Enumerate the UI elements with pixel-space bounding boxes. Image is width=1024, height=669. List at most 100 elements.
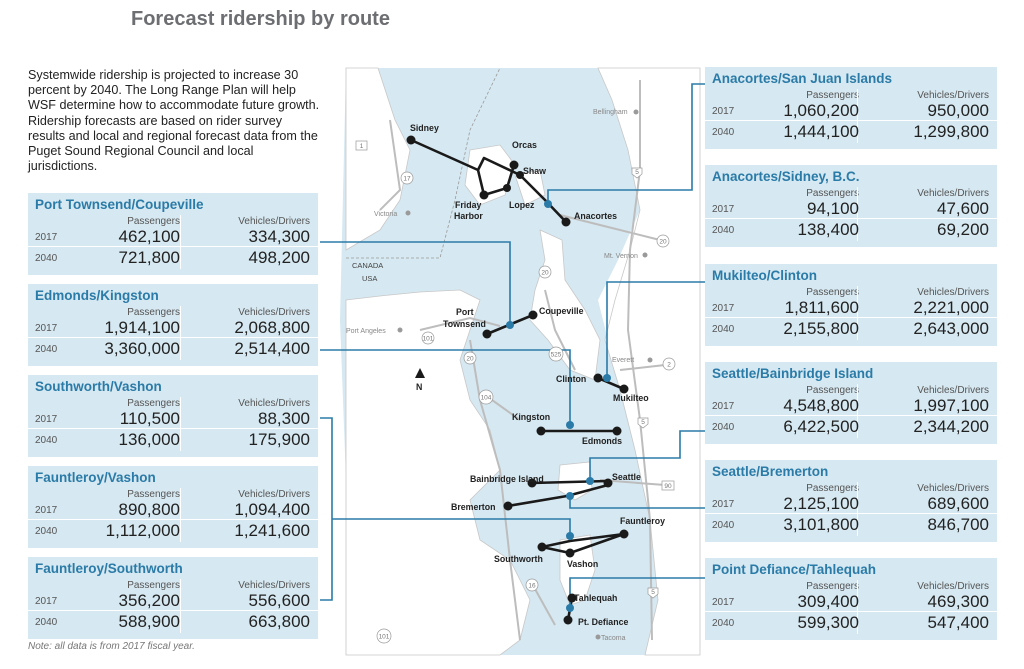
vehicles-value: 47,600 (937, 199, 989, 218)
route-card-southworth-vashon: Southworth/Vashon Passengers Vehicles/Dr… (28, 375, 318, 457)
year: 2017 (712, 204, 735, 215)
label-vashon: Vashon (567, 559, 598, 569)
year: 2040 (712, 225, 735, 236)
svg-text:525: 525 (551, 352, 562, 359)
column-divider (180, 397, 181, 451)
route-name: Mukilteo/Clinton (712, 268, 817, 283)
canada-usa-border (346, 67, 501, 259)
svg-text:16: 16 (528, 583, 536, 590)
row-2040: 2040 721,800 498,200 (28, 247, 318, 267)
footnote: Note: all data is from 2017 fiscal year. (28, 641, 195, 652)
terminal-shaw (516, 171, 524, 179)
vehicles-value: 2,221,000 (913, 298, 989, 317)
passengers-header: Passengers (127, 216, 180, 227)
svg-text:5: 5 (635, 169, 639, 176)
passengers-header: Passengers (806, 287, 859, 298)
svg-text:17: 17 (403, 176, 411, 183)
passengers-header: Passengers (806, 188, 859, 199)
label-southworth: Southworth (494, 554, 543, 564)
vehicles-value: 2,344,200 (913, 417, 989, 436)
terminal-friday-harbor (479, 190, 489, 200)
year: 2017 (712, 401, 735, 412)
route-card-fauntleroy-vashon: Fauntleroy/Vashon Passengers Vehicles/Dr… (28, 466, 318, 548)
passengers-value: 2,155,800 (783, 319, 859, 338)
label-kingston: Kingston (512, 412, 550, 422)
vehicles-value: 663,800 (248, 612, 310, 631)
vehicles-value: 1,299,800 (913, 122, 989, 141)
passengers-value: 94,100 (807, 199, 859, 218)
passengers-value: 136,000 (118, 430, 180, 449)
route-name: Point Defiance/Tahlequah (712, 562, 877, 577)
vehicles-value: 1,094,400 (234, 500, 310, 519)
column-divider (857, 187, 858, 241)
passengers-header: Passengers (127, 489, 180, 500)
passengers-value: 462,100 (118, 227, 180, 246)
vehicles-header: Vehicles/Drivers (238, 580, 310, 591)
vehicles-value: 2,068,800 (234, 318, 310, 337)
terminal-lopez (503, 184, 511, 192)
column-divider (857, 384, 858, 438)
year: 2017 (712, 597, 735, 608)
route-san-juans (476, 164, 516, 197)
vehicles-value: 950,000 (927, 101, 989, 120)
row-2017: 2017 2,125,100 689,600 (705, 493, 997, 514)
route-card-edmonds-kingston: Edmonds/Kingston Passengers Vehicles/Dri… (28, 284, 318, 366)
label-victoria: Victoria (374, 211, 397, 218)
passengers-value: 1,112,000 (105, 521, 180, 540)
passengers-value: 890,800 (118, 500, 180, 519)
route-card-seattle-bainbridge: Seattle/Bainbridge Island Passengers Veh… (705, 362, 997, 444)
column-divider (857, 89, 858, 143)
row-2017: 2017 1,060,200 950,000 (705, 100, 997, 121)
svg-text:20: 20 (466, 356, 474, 363)
terminal-pt-defiance (563, 615, 573, 625)
terminal-seattle (603, 478, 613, 488)
label-everett: Everett (612, 357, 634, 364)
row-2040: 2040 588,900 663,800 (28, 611, 318, 631)
vehicles-header: Vehicles/Drivers (238, 216, 310, 227)
year: 2017 (35, 596, 58, 607)
svg-text:104: 104 (481, 395, 492, 402)
label-shaw: Shaw (523, 166, 546, 176)
passengers-value: 3,101,800 (783, 515, 859, 534)
label-port-townsend-2: Townsend (443, 319, 486, 329)
svg-text:1: 1 (360, 143, 364, 150)
column-divider (180, 488, 181, 542)
north-arrow: N (415, 368, 425, 392)
label-tahlequah: Tahlequah (574, 593, 617, 603)
row-2017: 2017 462,100 334,300 (28, 226, 318, 247)
highway-shields: 1 17 5 20 20 101 20 525 2 104 5 90 16 10… (355, 140, 676, 644)
route-card-anacortes-sidney: Anacortes/Sidney, B.C. Passengers Vehicl… (705, 165, 997, 247)
terminal-mukilteo (619, 384, 629, 394)
label-mukilteo: Mukilteo (613, 393, 649, 403)
year: 2017 (35, 414, 58, 425)
passengers-header: Passengers (806, 483, 859, 494)
vehicles-value: 88,300 (258, 409, 310, 428)
passengers-value: 1,060,200 (783, 101, 859, 120)
terminal-fauntleroy (619, 529, 629, 539)
svg-text:20: 20 (659, 239, 667, 246)
year: 2040 (35, 526, 58, 537)
label-lopez: Lopez (509, 200, 535, 210)
label-bellingham: Bellingham (593, 109, 628, 116)
year: 2017 (712, 499, 735, 510)
row-2040: 2040 3,101,800 846,700 (705, 514, 997, 534)
terminal-sidney (406, 135, 416, 145)
label-sidney: Sidney (410, 123, 439, 133)
row-2040: 2040 6,422,500 2,344,200 (705, 416, 997, 436)
label-tacoma: Tacoma (601, 635, 626, 642)
label-fauntleroy: Fauntleroy (620, 516, 665, 526)
row-2017: 2017 110,500 88,300 (28, 408, 318, 429)
passengers-value: 6,422,500 (783, 417, 859, 436)
svg-text:N: N (416, 382, 422, 392)
passengers-value: 1,811,600 (784, 298, 859, 317)
passengers-value: 138,400 (797, 220, 859, 239)
vehicles-value: 334,300 (248, 227, 310, 246)
passengers-header: Passengers (127, 398, 180, 409)
label-friday-harbor-2: Harbor (454, 211, 483, 221)
label-port-angeles: Port Angeles (346, 328, 386, 335)
vehicles-value: 69,200 (937, 220, 989, 239)
intro-text: Systemwide ridership is projected to inc… (28, 68, 320, 174)
route-mukilteo-clinton (597, 376, 625, 391)
vehicles-header: Vehicles/Drivers (917, 385, 989, 396)
svg-text:2: 2 (667, 362, 671, 369)
